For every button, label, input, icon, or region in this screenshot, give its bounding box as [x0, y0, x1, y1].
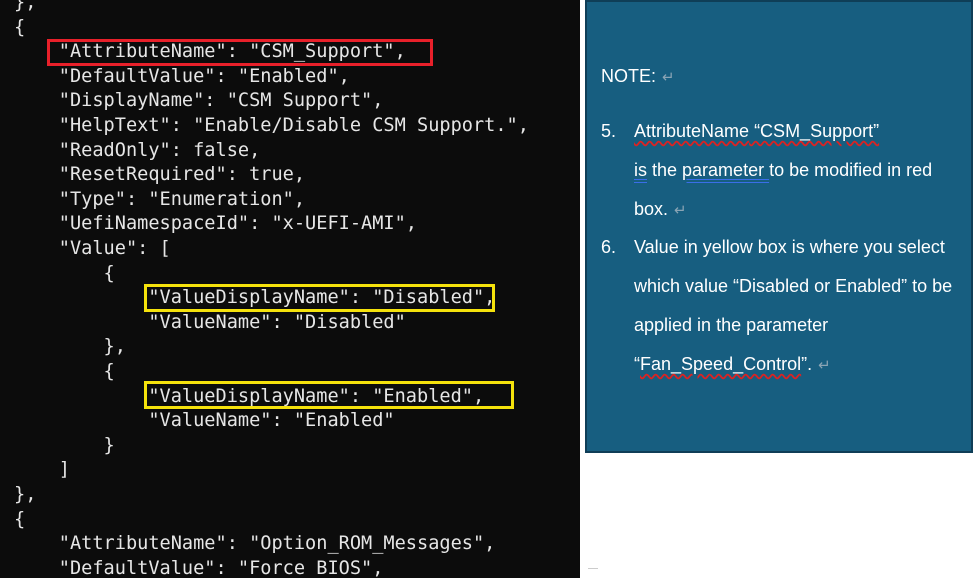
text-span: AttributeName: [634, 121, 750, 141]
code-line: },: [14, 0, 37, 13]
code-line: "DisplayName": "CSM Support",: [14, 90, 384, 112]
code-line: {: [14, 262, 115, 284]
code-line: {: [14, 16, 26, 38]
code-line: "ReadOnly": false,: [14, 139, 261, 161]
item-number: 6.: [601, 237, 617, 257]
code-line: }: [14, 434, 115, 456]
item-number: 5.: [601, 121, 617, 141]
text-span: Fan_Speed_Control: [640, 354, 802, 374]
code-line: "UefiNamespaceId": "x-UEFI-AMI",: [14, 213, 417, 235]
item-text: Value in yellow box is where you select …: [634, 228, 964, 385]
code-line: "AttributeName": "Option_ROM_Messages",: [14, 533, 496, 555]
pilcrow-icon: ↵: [818, 357, 831, 374]
code-line: },: [14, 484, 37, 505]
code-line: "ValueDisplayName": "Enabled",: [14, 385, 485, 407]
pilcrow-icon: ↵: [662, 69, 675, 86]
note-panel: NOTE: ↵ 5. AttributeName “CSM_Support”is …: [585, 0, 973, 453]
item-text: AttributeName “CSM_Support”is the parame…: [634, 112, 964, 230]
text-span: ”.: [801, 354, 813, 374]
text-span: Value in yellow box is where you select …: [634, 237, 953, 374]
text-span: parameter: [682, 160, 770, 180]
yellow-highlight-box: [144, 284, 495, 312]
code-line: {: [14, 361, 115, 382]
code-line: {: [14, 508, 26, 530]
code-line: "DefaultValue": "Force BIOS",: [14, 557, 384, 578]
code-line: "ValueDisplayName": "Disabled",: [14, 287, 496, 309]
code-line: "HelpText": "Enable/Disable CSM Support.…: [14, 115, 529, 136]
terminal-window: }, { "AttributeName": "CSM_Support", "Def…: [0, 0, 580, 578]
code-line: "ResetRequired": true,: [14, 164, 306, 186]
yellow-highlight-box: [144, 381, 514, 409]
code-line: "Value": [: [14, 238, 171, 259]
code-line: "ValueName": "Enabled": [14, 410, 395, 432]
code-line: },: [14, 336, 126, 358]
code-line: "ValueName": "Disabled": [14, 311, 406, 333]
code-line: "Type": "Enumeration",: [14, 188, 306, 210]
note-title-text: NOTE:: [601, 66, 657, 86]
code-line: ]: [14, 459, 70, 481]
code-line: "DefaultValue": "Enabled",: [14, 65, 350, 87]
code-line: "AttributeName": "CSM_Support",: [14, 41, 406, 63]
red-highlight-box: [47, 39, 433, 66]
divider: [588, 568, 598, 569]
pilcrow-icon: ↵: [674, 202, 687, 219]
note-title: NOTE: ↵: [601, 66, 675, 87]
text-span: is: [634, 160, 647, 180]
text-span: to be modified in red box.: [634, 160, 933, 219]
text-span: the: [647, 160, 683, 180]
text-span: “CSM_Support”: [749, 121, 880, 141]
